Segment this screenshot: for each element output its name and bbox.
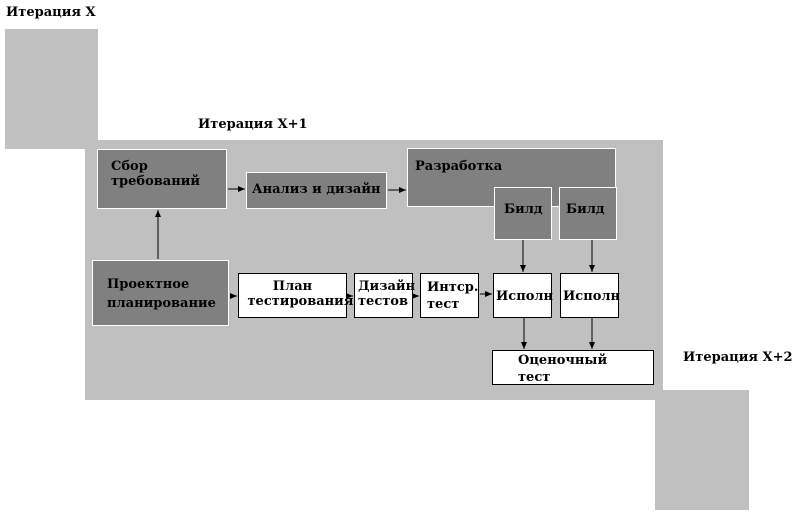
development-label: Разработка [415, 159, 503, 174]
integration-test-label: Интср. тест [427, 280, 479, 312]
evaluation-test-label: Оценочный тест [518, 353, 608, 385]
requirements-label: Сбор требований [111, 159, 201, 189]
integration-test-box: Интср. тест [420, 273, 479, 318]
test-design-label: Дизайн тестов [358, 279, 416, 309]
analysis-design-box: Анализ и дизайн [246, 172, 387, 209]
execute-box-2: Исполн [560, 273, 621, 318]
build-box-1: Билд [494, 187, 552, 240]
execute-label-1: Исполн [496, 289, 554, 304]
analysis-design-label: Анализ и дизайн [252, 182, 381, 197]
execute-box-1: Исполн [493, 273, 554, 318]
iteration-x2-label: Итерация X+2 [683, 350, 793, 365]
build-label-1: Билд [504, 202, 543, 217]
test-design-box: Дизайн тестов [354, 273, 416, 318]
iteration-x2-block [655, 390, 749, 510]
iteration-x1-label: Итерация X+1 [198, 117, 308, 132]
project-planning-label: Проектное планирование [107, 277, 216, 311]
iteration-x-label: Итерация X [6, 5, 96, 20]
test-plan-box: План тестирования [238, 273, 354, 318]
project-planning-box: Проектное планирование [92, 260, 229, 326]
execute-label-2: Исполн [563, 289, 621, 304]
build-label-2: Билд [566, 202, 605, 217]
build-box-2: Билд [559, 187, 617, 240]
test-plan-label: План тестирования [247, 279, 354, 309]
iteration-x-block [5, 29, 98, 149]
evaluation-test-box: Оценочный тест [492, 350, 654, 385]
requirements-box: Сбор требований [97, 149, 227, 209]
